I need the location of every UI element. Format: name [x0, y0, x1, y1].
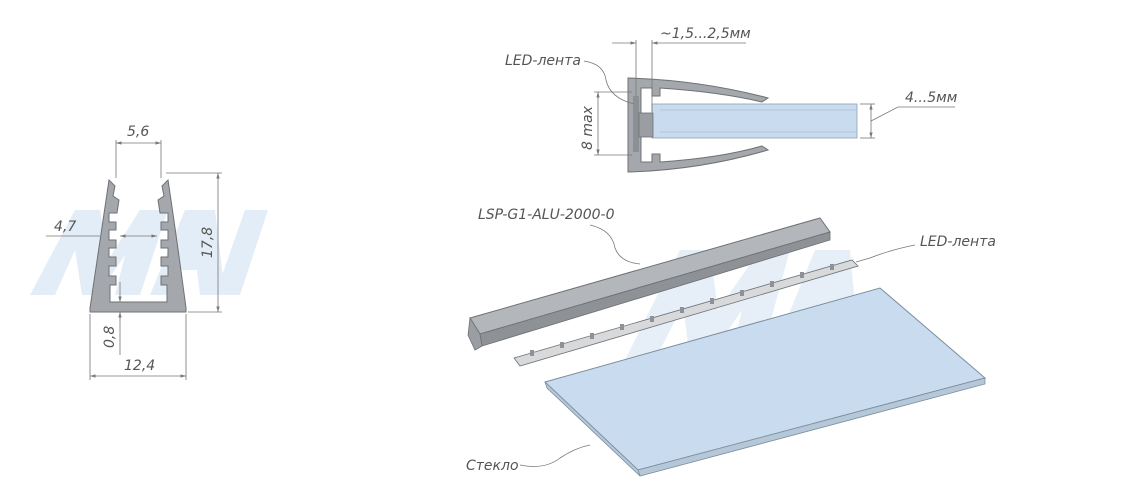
- dim-glass-thickness: 4...5мм: [905, 90, 958, 106]
- dim-inner-gap: 4,7: [54, 219, 76, 235]
- profile-detail: [627, 77, 770, 173]
- dim-top-opening: 5,6: [127, 124, 149, 140]
- led-label-detail: LED-лента: [505, 53, 581, 69]
- glass-panel-iso: [544, 287, 987, 477]
- detail-dimensions: [583, 40, 955, 156]
- profile-cross-section: [89, 178, 187, 313]
- dim-height: 17,8: [200, 227, 216, 258]
- dim-bottom-thickness: 0,8: [102, 326, 118, 348]
- glass-detail: [651, 103, 858, 139]
- glass-label-iso: Стекло: [466, 458, 519, 474]
- dim-led-max: 8 max: [580, 105, 596, 150]
- profile-label-iso: LSP-G1-ALU-2000-0: [478, 207, 615, 223]
- led-strip-iso: [513, 259, 859, 367]
- dim-width: 12,4: [124, 358, 155, 374]
- cross-section-dimensions: [46, 140, 222, 380]
- dim-gap: ~1,5...2,5мм: [660, 26, 751, 42]
- iso-leaders: [519, 224, 916, 467]
- profile-bar-iso: [467, 217, 831, 351]
- led-label-iso: LED-лента: [920, 234, 996, 250]
